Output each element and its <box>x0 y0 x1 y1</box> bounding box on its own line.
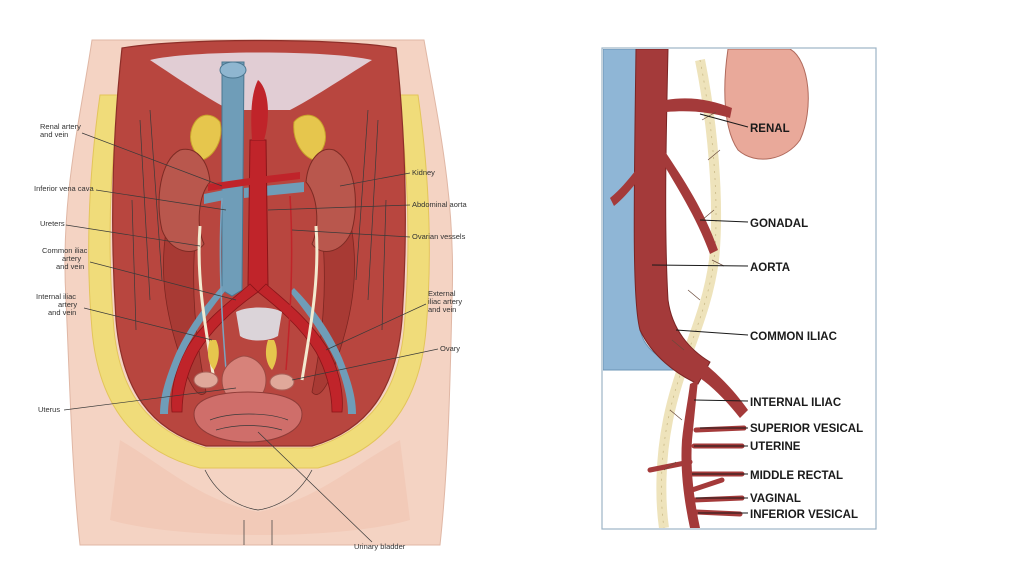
label-urinary-bladder: Urinary bladder <box>354 542 406 551</box>
thigh-line <box>243 520 273 545</box>
label-internal-iliac-line3: and vein <box>48 308 76 317</box>
schematic-kidney <box>724 49 809 160</box>
schematic-external-iliac <box>694 360 748 418</box>
groin-crease <box>204 469 313 511</box>
label-internal-iliac-line2: artery <box>58 300 77 309</box>
iliac-vein-right <box>290 288 356 414</box>
label-gonadal: GONADAL <box>750 218 808 230</box>
leader-external-iliac <box>325 303 427 351</box>
leader-aorta <box>651 264 749 267</box>
leader-abdominal-aorta <box>267 204 411 211</box>
label-common-iliac: COMMON ILIAC <box>750 331 837 343</box>
label-ovary: Ovary <box>440 344 460 353</box>
renal-artery-left <box>208 178 250 191</box>
muscle-fibers <box>131 109 387 331</box>
kidney-left <box>158 148 211 252</box>
label-external-iliac-line1: External <box>428 289 456 298</box>
label-internal-iliac-line1: Internal iliac <box>36 292 76 301</box>
adrenal-left <box>189 114 222 161</box>
pelvis-skin <box>110 440 410 535</box>
label-ureters: Ureters <box>40 219 65 228</box>
inferior-vena-cava <box>221 61 245 297</box>
iliac-artery-left <box>171 283 259 413</box>
bladder-folds <box>209 413 289 431</box>
leader-common-iliac <box>89 261 237 301</box>
label-external-iliac-line3: and vein <box>428 305 456 314</box>
ovary-left <box>193 371 219 389</box>
leader-uterus <box>63 387 237 411</box>
abdominal-anatomy-illustration: Renal artery and vein Inferior vena cava… <box>34 39 467 551</box>
label-kidney: Kidney <box>412 168 435 177</box>
diaphragm-tendon <box>150 52 372 110</box>
label-internal-iliac: INTERNAL ILIAC <box>750 397 841 409</box>
schematic-aorta <box>633 49 711 385</box>
label-renal-artery-line1: Renal artery <box>40 122 81 131</box>
label-superior-vesical: SUPERIOR VESICAL <box>750 423 863 435</box>
urinary-bladder <box>193 391 303 443</box>
schematic-internal-iliac <box>681 380 700 528</box>
nerve-bundle-left <box>207 340 219 370</box>
leader-common-iliac <box>675 329 749 336</box>
iliac-vein-left <box>160 286 226 414</box>
leader-renal <box>699 113 749 128</box>
leader-internal-iliac <box>83 307 213 341</box>
kidney-right <box>305 148 356 253</box>
sacrum <box>236 307 282 341</box>
ovary-right <box>269 373 295 391</box>
label-vaginal: VAGINAL <box>750 493 801 505</box>
ovarian-vessels-left <box>219 197 227 371</box>
label-renal: RENAL <box>750 123 790 135</box>
label-uterine: UTERINE <box>750 441 801 453</box>
adrenal-right <box>293 114 327 161</box>
label-external-iliac-line2: iliac artery <box>428 297 462 306</box>
label-renal-artery-line2: and vein <box>40 130 68 139</box>
leader-ureters <box>65 224 201 247</box>
celiac-trunk <box>251 80 268 140</box>
label-ovarian-vessels: Ovarian vessels <box>412 232 466 241</box>
abdominal-aorta <box>247 139 269 293</box>
leader-kidney <box>339 172 411 187</box>
ureter-right <box>300 225 319 381</box>
iliac-artery-right <box>257 283 343 413</box>
leader-renal <box>81 132 223 187</box>
label-common-iliac-line1: Common iliac <box>42 246 88 255</box>
leader-ovary <box>291 348 439 381</box>
renal-artery-right <box>266 172 300 183</box>
leader-gonadal <box>699 219 749 223</box>
leader-internal-iliac <box>693 399 749 402</box>
label-common-iliac-line3: and vein <box>56 262 84 271</box>
ovarian-vessels-right <box>285 195 293 371</box>
pelvic-arteries-schematic: RENAL GONADAL AORTA COMMON ILIAC INTERNA… <box>601 47 877 530</box>
renal-vein-left <box>204 190 224 204</box>
label-abdominal-aorta: Abdominal aorta <box>412 200 467 209</box>
leader-urinary-bladder <box>257 431 373 543</box>
schematic-renal-artery <box>666 98 732 118</box>
label-uterus: Uterus <box>38 405 60 414</box>
label-middle-rectal: MIDDLE RECTAL <box>750 470 843 482</box>
label-common-iliac-line2: artery <box>62 254 81 263</box>
label-inferior-vena-cava: Inferior vena cava <box>34 184 94 193</box>
schematic-gonadal-artery <box>660 150 718 254</box>
label-inferior-vesical: INFERIOR VESICAL <box>750 509 858 521</box>
nerve-bundle-right <box>265 340 277 370</box>
label-aorta: AORTA <box>750 262 790 274</box>
schematic-lumbar-branch <box>610 170 640 206</box>
leader-ovarian-vessels <box>291 229 411 238</box>
leader-ivc <box>95 189 227 211</box>
ivc-top <box>219 61 247 79</box>
fat-layer <box>88 94 430 469</box>
